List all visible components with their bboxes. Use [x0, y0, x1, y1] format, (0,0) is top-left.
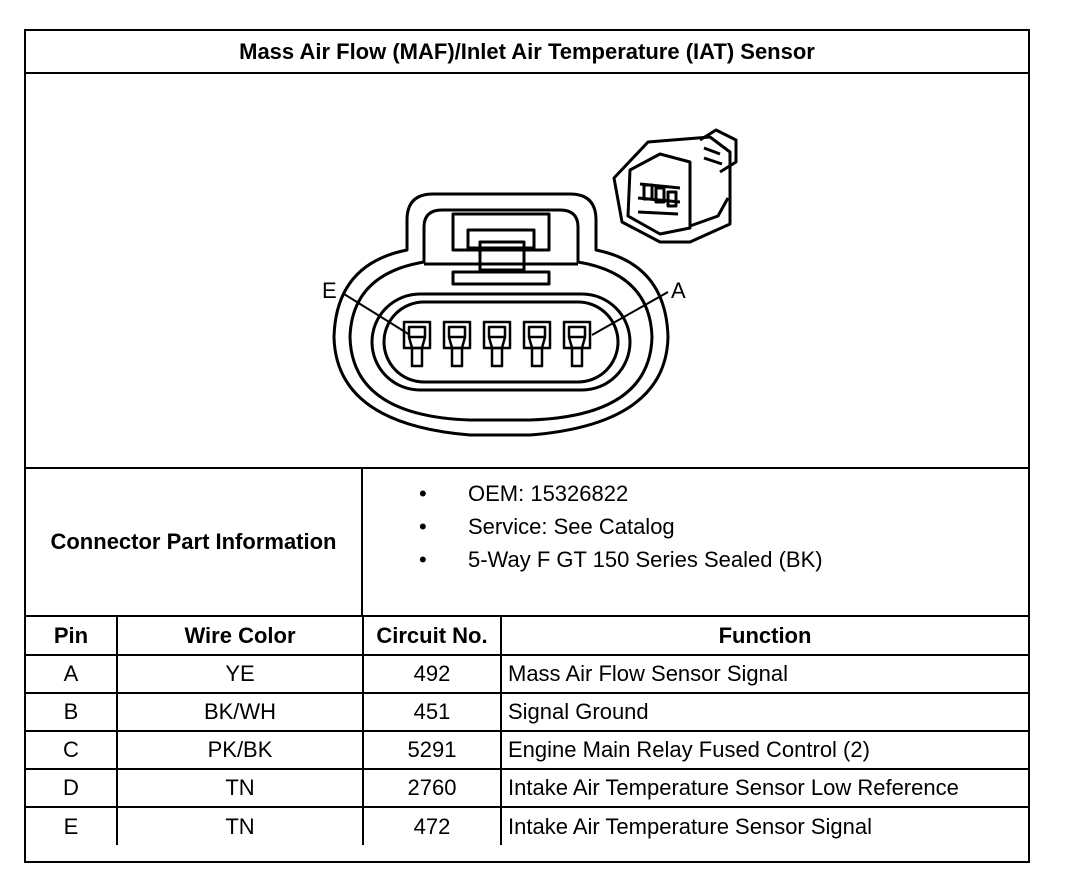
table-row: A YE 492 Mass Air Flow Sensor Signal — [26, 654, 1028, 694]
pin-cell: E — [26, 806, 118, 845]
wire-color-cell: YE — [116, 654, 364, 694]
bullet-icon: • — [419, 481, 427, 506]
pin-cell: A — [26, 654, 118, 694]
terminal-cavity — [442, 320, 472, 368]
terminal-cavity — [522, 320, 552, 368]
wire-color-cell: BK/WH — [116, 692, 364, 732]
housing-inner — [348, 208, 654, 422]
header-function: Function — [500, 617, 1028, 656]
table-row: D TN 2760 Intake Air Temperature Sensor … — [26, 768, 1028, 808]
table-row: B BK/WH 451 Signal Ground — [26, 692, 1028, 732]
header-wire-color: Wire Color — [116, 617, 364, 656]
function-cell: Engine Main Relay Fused Control (2) — [500, 730, 1028, 770]
pin-cell: D — [26, 768, 118, 808]
pin-table-header: Pin Wire Color Circuit No. Function — [26, 617, 1028, 656]
function-cell: Mass Air Flow Sensor Signal — [500, 654, 1028, 694]
connector-part-info: Connector Part Information • OEM: 153268… — [26, 467, 1028, 617]
function-cell: Signal Ground — [500, 692, 1028, 732]
housing-outline — [332, 192, 670, 437]
info-item-text: Service: See Catalog — [468, 514, 675, 539]
pin-cell: C — [26, 730, 118, 770]
wire-color-cell: TN — [116, 806, 364, 845]
circuit-cell: 451 — [362, 692, 502, 732]
circuit-cell: 5291 — [362, 730, 502, 770]
terminal-cavity — [562, 320, 592, 368]
terminal-cavity — [482, 320, 512, 368]
connector-sheet: Mass Air Flow (MAF)/Inlet Air Temperatur… — [24, 29, 1030, 863]
pin-table: Pin Wire Color Circuit No. Function A YE… — [26, 617, 1028, 845]
circuit-cell: 472 — [362, 806, 502, 845]
header-circuit-no: Circuit No. — [362, 617, 502, 656]
table-row: C PK/BK 5291 Engine Main Relay Fused Con… — [26, 730, 1028, 770]
latch — [451, 212, 551, 252]
function-cell: Intake Air Temperature Sensor Low Refere… — [500, 768, 1028, 808]
wire-color-cell: TN — [116, 768, 364, 808]
wire-color-cell: PK/BK — [116, 730, 364, 770]
connector-info-label: Connector Part Information — [26, 469, 363, 615]
connector-figure: E A — [26, 74, 1028, 467]
pin-label-a: A — [671, 278, 686, 303]
bullet-icon: • — [419, 547, 427, 572]
header-pin: Pin — [26, 617, 118, 656]
connector-info-list: • OEM: 15326822 • Service: See Catalog •… — [363, 469, 1028, 615]
info-item-text: OEM: 15326822 — [468, 481, 629, 506]
terminal-cavity — [402, 320, 432, 368]
connector-photo-icon — [612, 128, 738, 244]
circuit-cell: 492 — [362, 654, 502, 694]
page-title: Mass Air Flow (MAF)/Inlet Air Temperatur… — [26, 31, 1028, 74]
function-cell: Intake Air Temperature Sensor Signal — [500, 806, 1028, 845]
info-item-text: 5-Way F GT 150 Series Sealed (BK) — [468, 547, 823, 572]
connector-diagram: E A — [322, 128, 738, 437]
table-row: E TN 472 Intake Air Temperature Sensor S… — [26, 806, 1028, 845]
pin-cavity — [370, 292, 632, 392]
pin-cell: B — [26, 692, 118, 732]
circuit-cell: 2760 — [362, 768, 502, 808]
bullet-icon: • — [419, 514, 427, 539]
pin-label-e: E — [322, 278, 337, 303]
